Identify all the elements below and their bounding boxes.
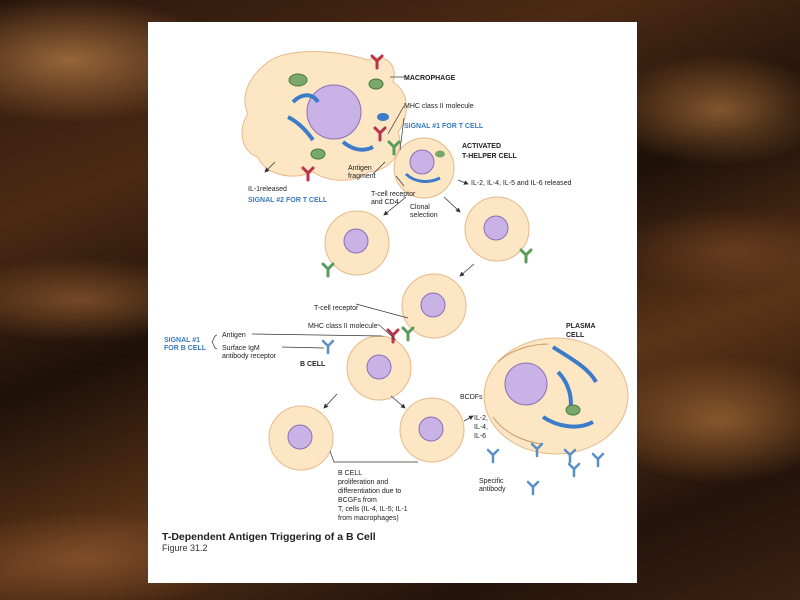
antibody-5 <box>569 464 579 476</box>
label-prolif-5: T, cells (IL-4, IL-5; IL-1 <box>338 506 408 513</box>
surface-igm <box>323 341 333 353</box>
clone-cell-right <box>465 197 529 261</box>
antibody-1 <box>488 450 498 462</box>
b-cell <box>347 336 411 400</box>
label-b-cell: B CELL <box>300 361 326 368</box>
label-clonal-1: Clonal <box>410 204 430 211</box>
figure-caption-title: T-Dependent Antigen Triggering of a B Ce… <box>162 531 376 543</box>
antibody-6 <box>528 482 538 494</box>
label-activated: ACTIVATED <box>462 143 501 150</box>
label-tcr-b: T-cell receptor <box>314 305 359 312</box>
clone-right-receptor <box>521 250 531 262</box>
label-surface-igm-2: antibody receptor <box>222 353 277 360</box>
b-split-arrow-left <box>324 394 337 408</box>
label-prolif-6: from macrophages) <box>338 515 399 522</box>
il-release-arrow <box>458 180 468 184</box>
clone-cell-left <box>325 211 389 275</box>
label-surface-igm-1: Surface IgM <box>222 345 260 352</box>
label-il1-released: IL-1released <box>248 186 287 193</box>
leader-igm <box>282 347 324 348</box>
label-il4: IL-4, <box>474 424 488 431</box>
leader-tcr2 <box>356 304 408 318</box>
label-prolif-2: proliferation and <box>338 479 388 486</box>
antibody-4 <box>593 454 603 466</box>
figure-number: Figure 31.2 <box>162 543 208 553</box>
label-bcdfs: BCDFs <box>460 394 483 401</box>
label-macrophage: MACROPHAGE <box>404 75 456 82</box>
label-t-helper: T-HELPER CELL <box>462 153 518 160</box>
label-antigen-frag-2: fragment <box>348 173 376 180</box>
label-specific-1: Specific <box>479 478 504 485</box>
label-plasma-2: CELL <box>566 332 585 339</box>
signal-b-brace <box>212 335 217 349</box>
macrophage-cell <box>242 52 406 181</box>
label-specific-2: antibody <box>479 486 506 493</box>
label-il-released: IL-2, IL-4, IL-5 and IL-6 released <box>471 180 571 187</box>
plasma-cell <box>484 338 628 454</box>
label-il6: IL-6 <box>474 433 486 440</box>
activated-t-helper-cell <box>394 138 454 198</box>
label-antigen: Antigen <box>222 332 246 339</box>
label-tcr-2: and CD4 <box>371 199 399 206</box>
label-il2: IL-2, <box>474 415 488 422</box>
label-prolif-4: BCGFs from <box>338 497 377 504</box>
label-prolif-1: B CELL <box>338 470 362 477</box>
label-antigen-frag-1: Antigen <box>348 165 372 172</box>
b-cell-triggering-diagram: MACROPHAGE MHC class II molecule SIGNAL … <box>148 22 637 583</box>
leader-prolif <box>330 451 418 462</box>
right-to-middle-arrow <box>460 264 474 276</box>
clone-left-receptor <box>323 264 333 276</box>
label-signal1-b-1: SIGNAL #1 <box>164 337 200 344</box>
slide-card: MACROPHAGE MHC class II molecule SIGNAL … <box>148 22 637 583</box>
label-signal1-t: SIGNAL #1 FOR T CELL <box>404 123 484 130</box>
t-middle-receptor <box>403 328 413 340</box>
label-signal1-b-2: FOR B CELL <box>164 345 207 352</box>
label-prolif-3: differentiation due to <box>338 488 401 495</box>
label-tcr-1: T-cell receptor <box>371 191 416 198</box>
b-split-arrow-right <box>391 396 405 408</box>
label-clonal-2: selection <box>410 212 438 219</box>
b-daughter-left <box>269 406 333 470</box>
clonal-arrow-right <box>444 197 460 212</box>
label-signal2-t: SIGNAL #2 FOR T CELL <box>248 197 328 204</box>
label-plasma-1: PLASMA <box>566 323 596 330</box>
bcdfs-arrow <box>464 416 473 421</box>
label-mhc-b: MHC class II molecule <box>308 323 378 330</box>
b-daughter-right <box>400 398 464 462</box>
leader-antigen <box>252 334 384 336</box>
label-mhc-class-ii: MHC class II molecule <box>404 103 474 110</box>
